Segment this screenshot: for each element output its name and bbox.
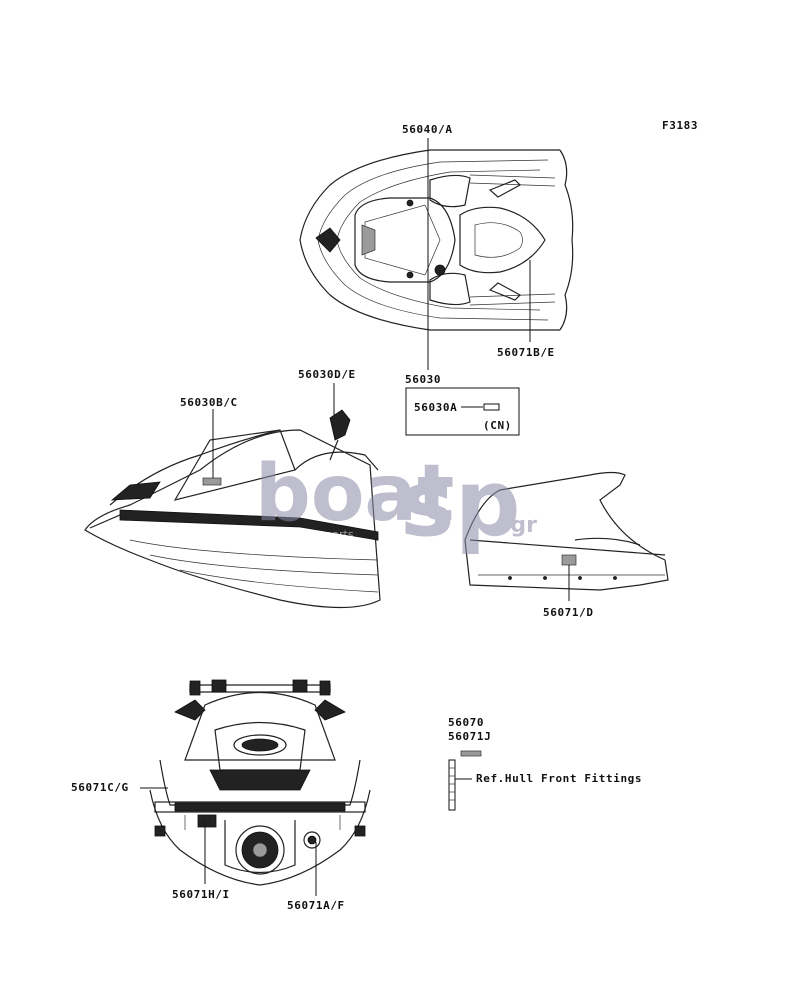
decal-strip-small xyxy=(460,750,482,757)
label-56071b-e: 56071B/E xyxy=(497,346,555,359)
top-view-drawing xyxy=(299,149,574,331)
watermark-brand-a: boat xyxy=(255,449,454,539)
label-cn: (CN) xyxy=(483,419,512,432)
decal-strip-long xyxy=(448,759,456,811)
label-56030: 56030 xyxy=(405,373,441,386)
label-56071j: 56071J xyxy=(448,730,491,743)
watermark-brand-b: sp xyxy=(400,450,521,557)
label-56070: 56070 xyxy=(448,716,484,729)
label-56030a: 56030A xyxy=(414,401,457,414)
label-56071a-f: 56071A/F xyxy=(287,899,345,912)
watermark-tagline: boat spare parts xyxy=(263,528,354,541)
side-view-drawing xyxy=(84,409,669,609)
loose-parts: 56070 56071J Ref.Hull Front Fittings xyxy=(448,716,642,811)
label-56040-a: 56040/A xyxy=(402,123,453,136)
label-56071c-g: 56071C/G xyxy=(71,781,129,794)
figure-code: F3183 xyxy=(662,119,698,132)
rear-view-drawing xyxy=(149,679,371,886)
label-56071h-i: 56071H/I xyxy=(172,888,230,901)
label-56030d-e: 56030D/E xyxy=(298,368,356,381)
watermark: boat sp .gr boat spare parts xyxy=(255,449,537,557)
label-56071-d: 56071/D xyxy=(543,606,594,619)
label-56030b-c: 56030B/C xyxy=(180,396,238,409)
inset-box: 56030A (CN) xyxy=(405,387,520,436)
label-ref-hull-front-fittings: Ref.Hull Front Fittings xyxy=(476,772,642,785)
watermark-suffix: .gr xyxy=(502,513,537,538)
